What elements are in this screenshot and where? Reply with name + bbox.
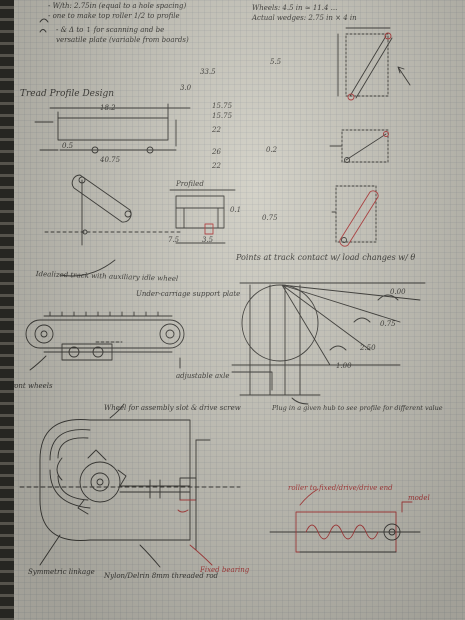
track-profile-sketch: [34, 103, 191, 154]
under-carriage-note: Under-carriage support plate: [136, 290, 241, 298]
right-mid-diagrams: [329, 129, 389, 247]
profile-label: Profiled: [176, 180, 204, 188]
dim-d3: 33.5: [200, 68, 216, 76]
front-wheel-note: Front wheels: [6, 382, 53, 390]
adjust-note: adjustable axle: [176, 372, 230, 380]
dim-d12: 0.75: [380, 320, 396, 328]
bullet-marks: [39, 18, 49, 33]
track-title: Tread Profile Design: [20, 89, 115, 99]
spiral-binding: [0, 0, 14, 620]
bottom-right-red-2: model: [408, 494, 430, 502]
dim-d4: 26: [212, 148, 221, 156]
dim-d15: 2.50: [360, 344, 376, 352]
dim-d11: 0.75: [262, 214, 278, 222]
dim-d7: 18.2: [100, 104, 116, 112]
dim-d19: 22: [212, 162, 221, 170]
bottom-right-red-1: roller to fixed/drive/drive end: [288, 484, 393, 492]
dim-d17: 7.5: [168, 236, 180, 244]
dim-d2: 15.75: [212, 112, 233, 120]
bottom-left-note: Symmetric linkage: [28, 568, 95, 576]
note-right-top-2: Actual wedges: 2.75 in × 4 in: [252, 14, 357, 22]
dim-d10: 0.2: [266, 146, 278, 154]
dim-d5: 22: [212, 126, 221, 134]
dim-d13: 1.00: [336, 362, 352, 370]
dim-d8: 0.5: [62, 142, 74, 150]
dim-d20: 5.5: [270, 58, 282, 66]
bottom-mid-note: Nylon/Delrin 8mm threaded rod: [104, 572, 219, 580]
note-top-4: versatile plate (variable from boards): [56, 36, 189, 44]
note-top-1: - W/th: 2.75in (equal to a hole spacing): [48, 2, 187, 10]
dim-d6: 3.0: [180, 84, 192, 92]
dim-d16: 40.75: [100, 156, 121, 164]
sensitivity-diagram: [231, 282, 426, 405]
dim-d1: 15.75: [212, 102, 233, 110]
serpentine-assembly: [269, 488, 421, 553]
wheel-label: Wheel for assembly slot & drive screw: [104, 404, 241, 412]
tread-belt-sketch: [25, 311, 185, 371]
note-top-3: - & Δ to ↕ for scanning and be: [56, 26, 165, 34]
gear-mechanism-sketch: [19, 403, 241, 568]
triangle-diagram-top: [337, 27, 411, 101]
dim-d9: 0.1: [230, 206, 242, 214]
sensitivity-note: Plug in a given hub to see profile for d…: [272, 404, 443, 412]
bottom-red-note: Fixed bearing: [200, 566, 250, 574]
note-right-top-1: Wheels: 4.5 in ≈ 11.4 ...: [252, 4, 338, 12]
right-mid-note: Points at track contact w/ load changes …: [236, 253, 416, 262]
idealized-track: [44, 174, 181, 277]
profiled-section: [169, 189, 236, 244]
dim-d14: 0.00: [390, 288, 406, 296]
note-top-2: - one to make top roller 1/2 to profile: [48, 12, 180, 20]
dim-d18: 3.5: [202, 236, 214, 244]
